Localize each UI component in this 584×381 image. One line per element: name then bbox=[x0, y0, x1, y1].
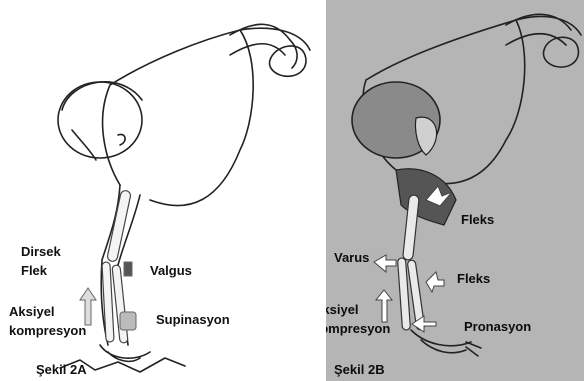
caption-2b: Şekil 2B bbox=[334, 361, 385, 378]
label-flek: Flek bbox=[21, 262, 47, 279]
supination-marker bbox=[120, 312, 136, 330]
label-fleks-upper: Fleks bbox=[461, 211, 494, 228]
label-kompresyon: kompresyon bbox=[326, 320, 390, 337]
axial-compression-arrow bbox=[376, 290, 392, 322]
hair bbox=[62, 82, 142, 110]
ear bbox=[118, 134, 125, 145]
fingers bbox=[466, 342, 481, 356]
head bbox=[58, 82, 142, 158]
label-kompresyon: kompresyon bbox=[9, 322, 86, 339]
label-varus: Varus bbox=[334, 249, 369, 266]
axial-compression-arrow bbox=[80, 288, 96, 325]
torso-outline bbox=[103, 28, 310, 205]
humerus-bone bbox=[107, 190, 132, 263]
ulna-bone bbox=[112, 265, 128, 343]
fist bbox=[269, 46, 305, 76]
fleks-arrow-lower bbox=[426, 272, 444, 292]
panel-2a: Dirsek Flek Valgus Supinasyon Aksiyel ko… bbox=[0, 0, 322, 381]
label-dirsek: Dirsek bbox=[21, 243, 61, 260]
hand bbox=[100, 345, 150, 361]
label-aksiyel: Aksiyel bbox=[326, 301, 359, 318]
panel-2b: Fleks Varus Fleks Aksiyel kompresyon Pro… bbox=[326, 0, 584, 381]
caption-2a: Şekil 2A bbox=[36, 361, 87, 378]
label-fleks-lower: Fleks bbox=[457, 270, 490, 287]
label-supinasyon: Supinasyon bbox=[156, 311, 230, 328]
valgus-marker bbox=[124, 262, 132, 276]
hand bbox=[411, 330, 471, 353]
varus-arrow bbox=[374, 255, 396, 272]
label-valgus: Valgus bbox=[150, 262, 192, 279]
label-aksiyel: Aksiyel bbox=[9, 303, 55, 320]
label-pronasyon: Pronasyon bbox=[464, 318, 531, 335]
fist bbox=[543, 37, 578, 67]
